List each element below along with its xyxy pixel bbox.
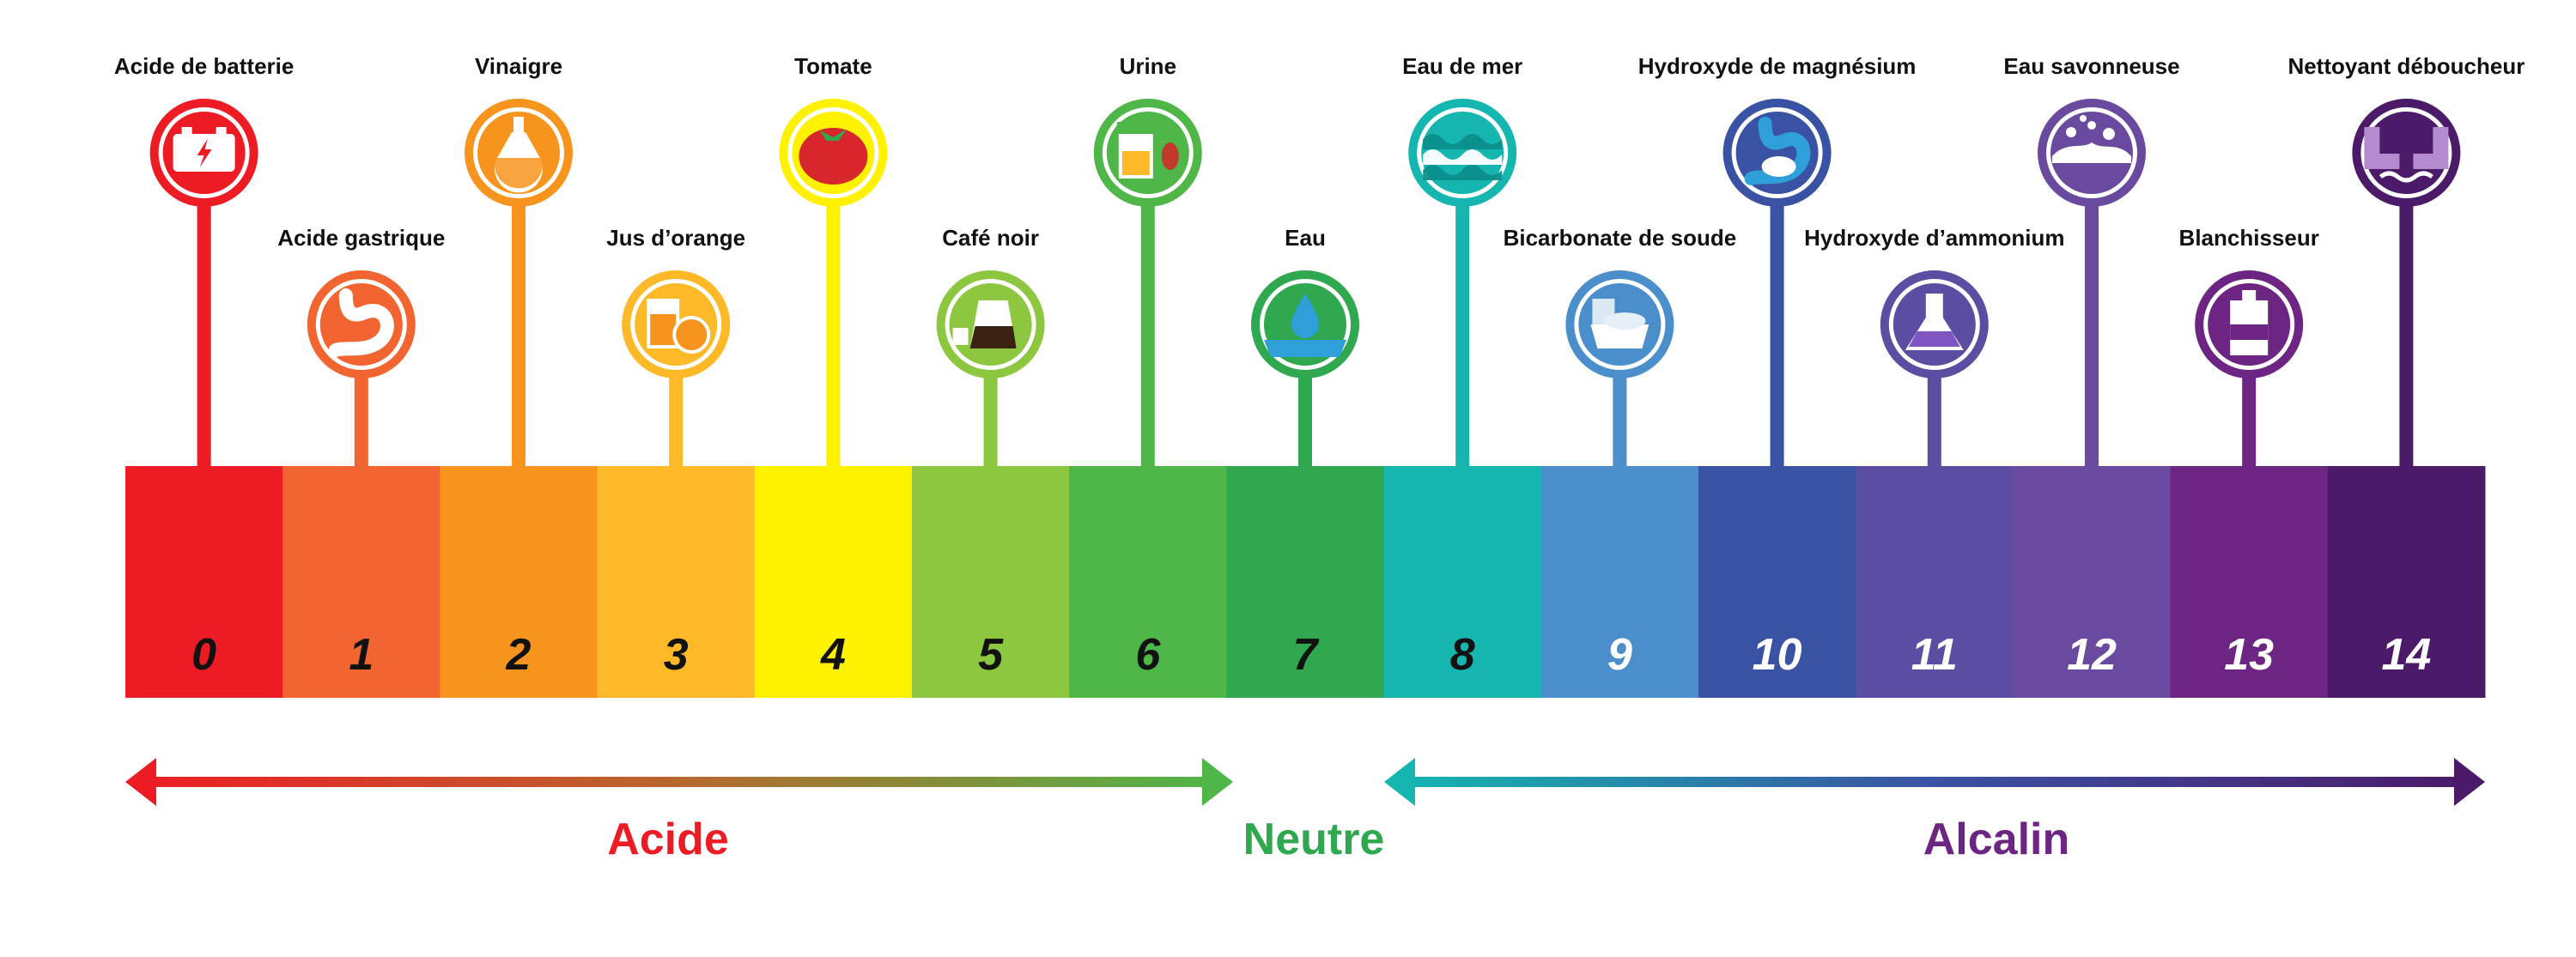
stem-1 [354,374,368,468]
vinegar-bottle-icon [465,99,573,207]
drain-pipe-icon [2352,99,2461,207]
ph-segment-5 [912,466,1070,698]
alkaline-label: Alcalin [1923,815,2070,864]
baking-soda-icon [1565,270,1674,379]
ph-value-10: 10 [1753,630,1802,680]
substance-label-11: Hydroxyde d’ammonium [1804,225,2064,251]
ph-value-13: 13 [2224,630,2274,680]
substance-label-10: Hydroxyde de magnésium [1638,53,1917,79]
ph-segment-9 [1540,466,1699,698]
stem-4 [826,203,841,468]
acid-arrow [125,758,1233,806]
bleach-bottle-icon [2195,270,2304,379]
ph-segment-13 [2170,466,2329,698]
ph-value-0: 0 [191,630,216,680]
soapy-water-icon [2038,99,2146,207]
ph-segment-14 [2327,466,2486,698]
substance-label-14: Nettoyant déboucheur [2287,53,2524,79]
ph-value-8: 8 [1450,630,1475,680]
orange-juice-icon [622,270,731,379]
ph-value-6: 6 [1135,630,1161,680]
ph-segment-7 [1226,466,1385,698]
substance-label-3: Jus d’orange [606,225,745,251]
battery-icon [149,99,258,207]
stomach-icon [307,270,416,379]
ph-segment-1 [283,466,440,698]
ph-value-2: 2 [506,630,532,680]
substance-label-2: Vinaigre [475,53,562,79]
ph-segment-3 [597,466,756,698]
ph-segment-6 [1069,466,1227,698]
coffee-pot-icon [936,270,1045,379]
ph-value-1: 1 [349,630,374,680]
stem-9 [1613,374,1627,468]
flask-icon [1880,270,1989,379]
neutral-label: Neutre [1243,815,1385,864]
substance-label-4: Tomate [794,53,872,79]
alkaline-arrow [1384,758,2485,806]
stem-5 [983,374,998,468]
ph-value-5: 5 [978,630,1004,680]
ph-segment-8 [1383,466,1542,698]
stem-11 [1927,374,1941,468]
substance-label-8: Eau de mer [1402,53,1522,79]
substance-label-5: Café noir [942,225,1039,251]
ph-segment-11 [1856,466,2014,698]
ph-value-11: 11 [1911,630,1958,680]
ph-value-12: 12 [2067,630,2117,680]
ph-value-9: 9 [1607,630,1632,680]
stem-7 [1298,374,1312,468]
stem-6 [1140,203,1155,468]
stem-8 [1455,203,1470,468]
substance-label-1: Acide gastrique [277,225,445,251]
indicator-icons [149,99,2461,379]
substance-label-6: Urine [1120,53,1176,79]
ph-segment-10 [1698,466,1856,698]
substance-label-13: Blanchisseur [2179,225,2319,251]
substance-label-7: Eau [1285,225,1326,251]
ph-value-7: 7 [1293,630,1320,680]
tomato-icon [779,99,888,207]
stem-0 [197,203,211,468]
acid-label: Acide [607,815,729,864]
ph-value-14: 14 [2381,630,2431,680]
substance-label-0: Acide de batterie [114,53,295,79]
stem-14 [2399,203,2414,468]
ph-segment-12 [2013,466,2172,698]
stem-3 [669,374,683,468]
antacid-stomach-icon [1722,99,1832,207]
ph-segment-0 [125,466,283,698]
stem-13 [2242,374,2257,468]
substance-label-9: Bicarbonate de soude [1504,225,1737,251]
stem-2 [512,203,526,468]
water-drop-icon [1251,270,1359,379]
urine-sample-icon [1093,99,1202,207]
ph-value-4: 4 [820,630,846,680]
stem-12 [2085,203,2099,468]
indicator-stems [197,203,2414,468]
substance-label-12: Eau savonneuse [2003,53,2179,79]
ph-value-3: 3 [664,630,689,680]
ph-segment-4 [754,466,913,698]
stem-10 [1770,203,1784,468]
ph-segment-2 [440,466,598,698]
sea-waves-icon [1408,99,1517,207]
